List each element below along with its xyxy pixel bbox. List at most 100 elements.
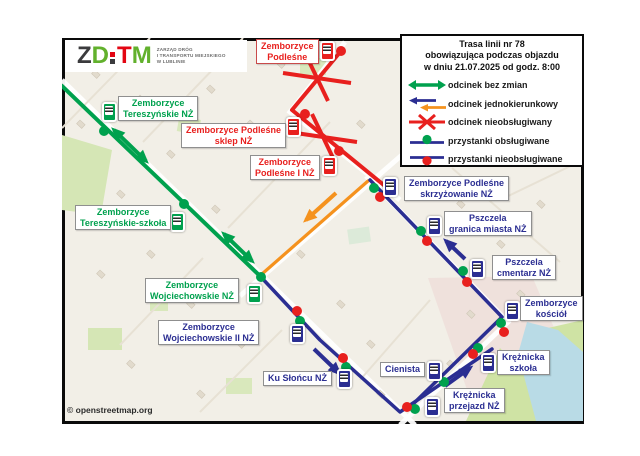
not-served-stop-dot (468, 349, 478, 359)
arrow-green-two-way-1-head (134, 149, 149, 164)
bus-stop-sign-plate (105, 105, 113, 115)
building (296, 249, 306, 259)
stop-label-zemborzyce-wojciechowskie-2: Zemborzyce Wojciechowskie II NŻ (158, 320, 260, 346)
stop-label-zemborzyce-wojciechowskie: Zemborzyce Wojciechowskie NŻ (145, 278, 239, 304)
legend-label: przystanki nieobsługiwane (448, 154, 563, 164)
building (336, 299, 346, 309)
bus-stop-icon-zemborzyce-podlesne (319, 41, 335, 61)
bus-stop-icon-zemborzyce-wojciechowskie (246, 284, 262, 304)
building (536, 199, 546, 209)
building (466, 309, 476, 319)
not-served-stop-dot (402, 402, 412, 412)
legend-item-section-one-way: odcinek jednokierunkowy (406, 94, 578, 113)
legend-item-stops-served: przystanki obsługiwane (406, 131, 578, 150)
bus-stop-sign-plate (289, 120, 297, 130)
building (166, 149, 176, 159)
served-stop-dot (179, 199, 189, 209)
logo-letter: M (131, 42, 152, 69)
bus-stop-sign-plate (508, 304, 516, 314)
served-stop-icon (410, 134, 444, 144)
stop-label-zemborzyce-podlesne-sklep: Zemborzyce Podleśne sklep NŻ (181, 123, 287, 149)
building (356, 119, 366, 129)
arrow-green-two-way-2-head (221, 231, 236, 246)
building (96, 269, 106, 279)
served-stop-dot (295, 316, 305, 326)
not-served-stop-dot (300, 109, 310, 119)
bus-stop-icon-zemborzyce-podlesne-1 (321, 156, 337, 176)
bus-stop-sign-plate (323, 44, 331, 54)
arrow-navy-northeast-head (458, 365, 474, 379)
building (116, 189, 126, 199)
legend-label: przystanki obsługiwane (448, 135, 550, 146)
bus-stop-icon-zemborzyce-tereszynskie (101, 102, 117, 122)
stop-label-kreznicka-szkola: Krężnicka szkoła (497, 350, 550, 376)
stop-label-pszczela-granica-miasta: Pszczela granica miasta NŻ (444, 211, 532, 237)
building (196, 389, 206, 399)
bus-stop-sign-plate (428, 400, 436, 410)
served-stop-dot (458, 266, 468, 276)
two-way-arrow-icon (408, 80, 446, 90)
bus-stop-icon-ku-sloncu (336, 369, 352, 389)
building (76, 119, 86, 129)
not-served-stop-dot (499, 327, 509, 337)
bus-stop-icon-zemborzyce-tereszynskie-szkola (169, 212, 185, 232)
one-way-arrows-icon (409, 96, 446, 111)
logo-letter: T (117, 42, 132, 69)
water-area (518, 322, 583, 421)
served-stop-dot (410, 404, 420, 414)
bus-stop-icon-cienista (426, 361, 442, 381)
building (126, 359, 136, 369)
served-stop-dot (256, 272, 266, 282)
bus-stop-sign-plate (484, 356, 492, 366)
legend-label: odcinek jednokierunkowy (448, 98, 559, 109)
legend-label: odcinek bez zmian (448, 80, 528, 90)
crossed-section-icon (409, 114, 445, 130)
arrow-navy-northwest-head (443, 238, 458, 253)
legend-title-line: w dniu 21.07.2025 od godz. 8:00 (423, 61, 561, 72)
bus-stop-icon-zemborzyce-wojciechowskie-2 (289, 324, 305, 344)
served-stop-dot (369, 183, 379, 193)
building (146, 249, 156, 259)
stop-label-zemborzyce-kosciol: Zemborzyce kościół (520, 296, 583, 322)
building (366, 339, 376, 349)
org-line: ZARZĄD DRÓG (156, 47, 193, 53)
not-served-cross (310, 113, 336, 161)
stop-label-kreznicka-przejazd: Krężnicka przejazd NŻ (444, 388, 505, 414)
building (211, 204, 221, 214)
bus-stop-sign-plate (473, 262, 481, 272)
not-served-stop-dot (422, 236, 432, 246)
bus-stop-icon-zemborzyce-podlesne-sklep (285, 117, 301, 137)
logo-letter: D (91, 42, 109, 69)
legend-title-line: Trasa linii nr 78 (459, 39, 525, 49)
legend-item-section-not-served: odcinek nieobsługiwany (406, 113, 578, 132)
legend-item-stops-not-served: przystanki nieobsługiwane (406, 150, 578, 169)
stop-label-ku-sloncu: Ku Słońcu NŻ (263, 371, 332, 386)
org-line: W LUBLINIE (156, 58, 186, 64)
bus-stop-icon-kreznicka-szkola (480, 353, 496, 373)
zditm-org-name: ZARZĄD DRÓG I TRANSPORTU MIEJSKIEGO W LU… (157, 47, 226, 64)
org-line: I TRANSPORTU MIEJSKIEGO (156, 53, 226, 59)
bus-stop-icon-zemborzyce-kosciol (504, 301, 520, 321)
bus-stop-icon-pszczela-cmentarz (469, 259, 485, 279)
building (496, 239, 506, 249)
arrow-orange-one-way-head (303, 208, 318, 223)
arrow-green-two-way-1-head (111, 127, 126, 142)
bus-stop-icon-kreznicka-przejazd (424, 397, 440, 417)
legend-box: Trasa linii nr 78 obowiązująca podczas o… (400, 34, 584, 167)
bus-stop-sign-plate (250, 287, 258, 297)
bus-stop-sign-plate (386, 180, 394, 190)
stop-label-zemborzyce-podlesne: Zemborzyce Podleśne (256, 39, 319, 65)
not-served-stop-dot (334, 146, 344, 156)
bus-stop-sign-plate (430, 219, 438, 229)
building (456, 199, 466, 209)
route-one-way-orange (260, 179, 370, 276)
bus-stop-icon-pszczela-granica-miasta (426, 216, 442, 236)
bus-stop-sign-plate (340, 372, 348, 382)
bus-stop-icon-zemborzyce-podlesne-skrzyzowanie (382, 177, 398, 197)
served-stop-dot (439, 377, 449, 387)
stop-label-zemborzyce-podlesne-skrzyzowanie: Zemborzyce Podleśne skrzyżowanie NŻ (404, 176, 510, 202)
not-served-stop-dot (336, 46, 346, 56)
